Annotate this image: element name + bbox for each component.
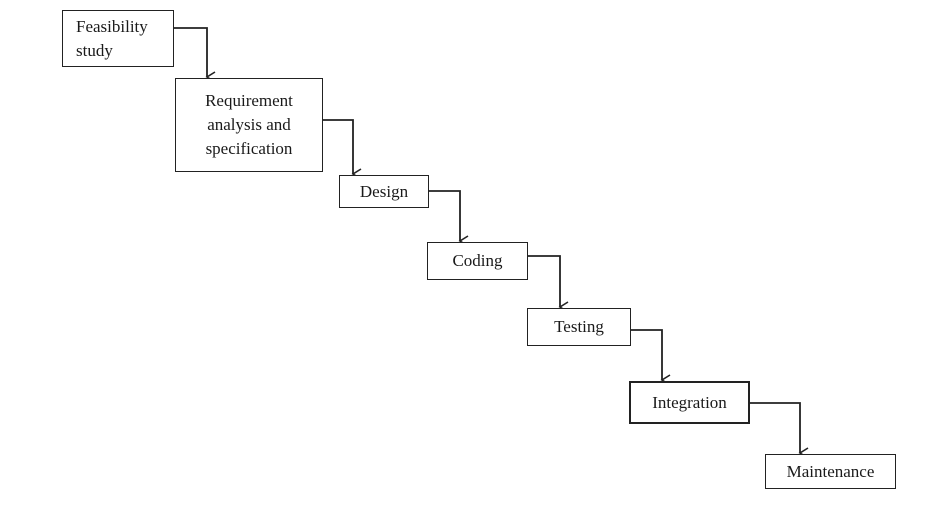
stage-coding: Coding bbox=[427, 242, 528, 280]
arrow-testing-to-integration bbox=[631, 329, 671, 386]
arrow-integration-to-maintenance bbox=[750, 402, 809, 459]
stage-label: Testing bbox=[554, 317, 604, 336]
arrow-coding-to-testing bbox=[528, 255, 569, 313]
stage-label: Coding bbox=[452, 251, 503, 270]
stage-label: Maintenance bbox=[786, 461, 875, 481]
stage-testing: Testing bbox=[527, 308, 631, 346]
arrow-feasibility-to-requirements bbox=[174, 27, 216, 83]
stage-label-line: analysis and bbox=[207, 115, 291, 134]
arrow-design-to-coding bbox=[429, 190, 469, 247]
stage-label-line: Feasibility bbox=[76, 16, 148, 36]
stage-label-line: Requirement bbox=[205, 91, 293, 110]
arrow-requirements-to-design bbox=[323, 119, 362, 180]
stage-label: Integration bbox=[652, 392, 727, 412]
stage-design: Design bbox=[339, 175, 429, 208]
stage-label: Design bbox=[359, 181, 409, 201]
stage-requirement-analysis: Requirement analysis and specification bbox=[175, 78, 323, 172]
stage-integration: Integration bbox=[629, 381, 750, 424]
stage-feasibility-study: Feasibility study bbox=[62, 10, 174, 67]
stage-label-line: study bbox=[76, 40, 113, 60]
stage-label-line: specification bbox=[205, 139, 293, 158]
stage-maintenance: Maintenance bbox=[765, 454, 896, 489]
